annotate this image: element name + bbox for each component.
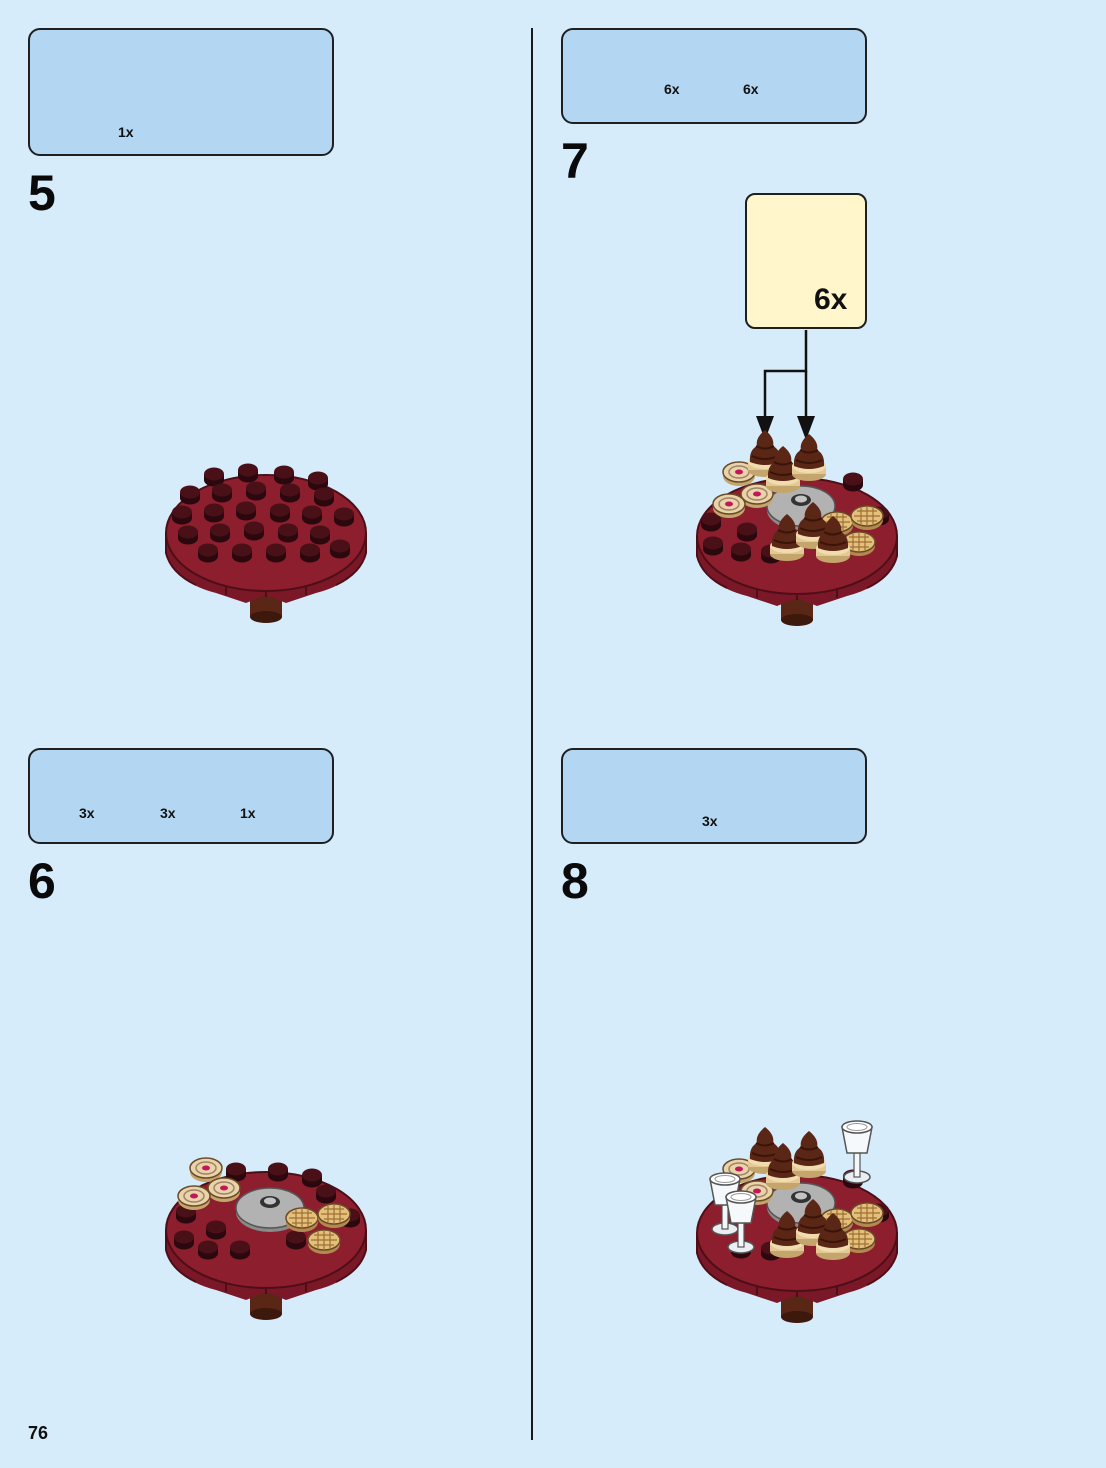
- step6-parts-box: [28, 748, 334, 844]
- column-divider: [531, 28, 533, 1440]
- step8-part-qty-goblet: 3x: [702, 813, 718, 829]
- page-number: 76: [28, 1423, 49, 1443]
- callout-qty: 6x: [814, 283, 848, 316]
- step8-parts-box: [561, 748, 867, 844]
- step-number-7: 7: [561, 133, 589, 189]
- step6-model: [165, 1157, 367, 1321]
- step5-model: [165, 463, 367, 624]
- step-number-5: 5: [28, 165, 56, 221]
- step5-part-qty: 1x: [118, 124, 134, 140]
- step6-part-qty-cookie: 3x: [79, 805, 95, 821]
- step8-model: [696, 1120, 898, 1324]
- step7-part-qty-swirl: 6x: [743, 81, 759, 97]
- callout-connector-arrows: [756, 330, 815, 440]
- step-number-6: 6: [28, 853, 56, 909]
- step7-part-qty-plate: 6x: [664, 81, 680, 97]
- sub-assembly-callout: [745, 193, 867, 329]
- step7-parts-box: [561, 28, 867, 124]
- step5-parts-box: [28, 28, 334, 156]
- step6-part-qty-grey-tile: 1x: [240, 805, 256, 821]
- step7-model: [696, 429, 898, 627]
- step-number-8: 8: [561, 853, 589, 909]
- step6-part-qty-waffle: 3x: [160, 805, 176, 821]
